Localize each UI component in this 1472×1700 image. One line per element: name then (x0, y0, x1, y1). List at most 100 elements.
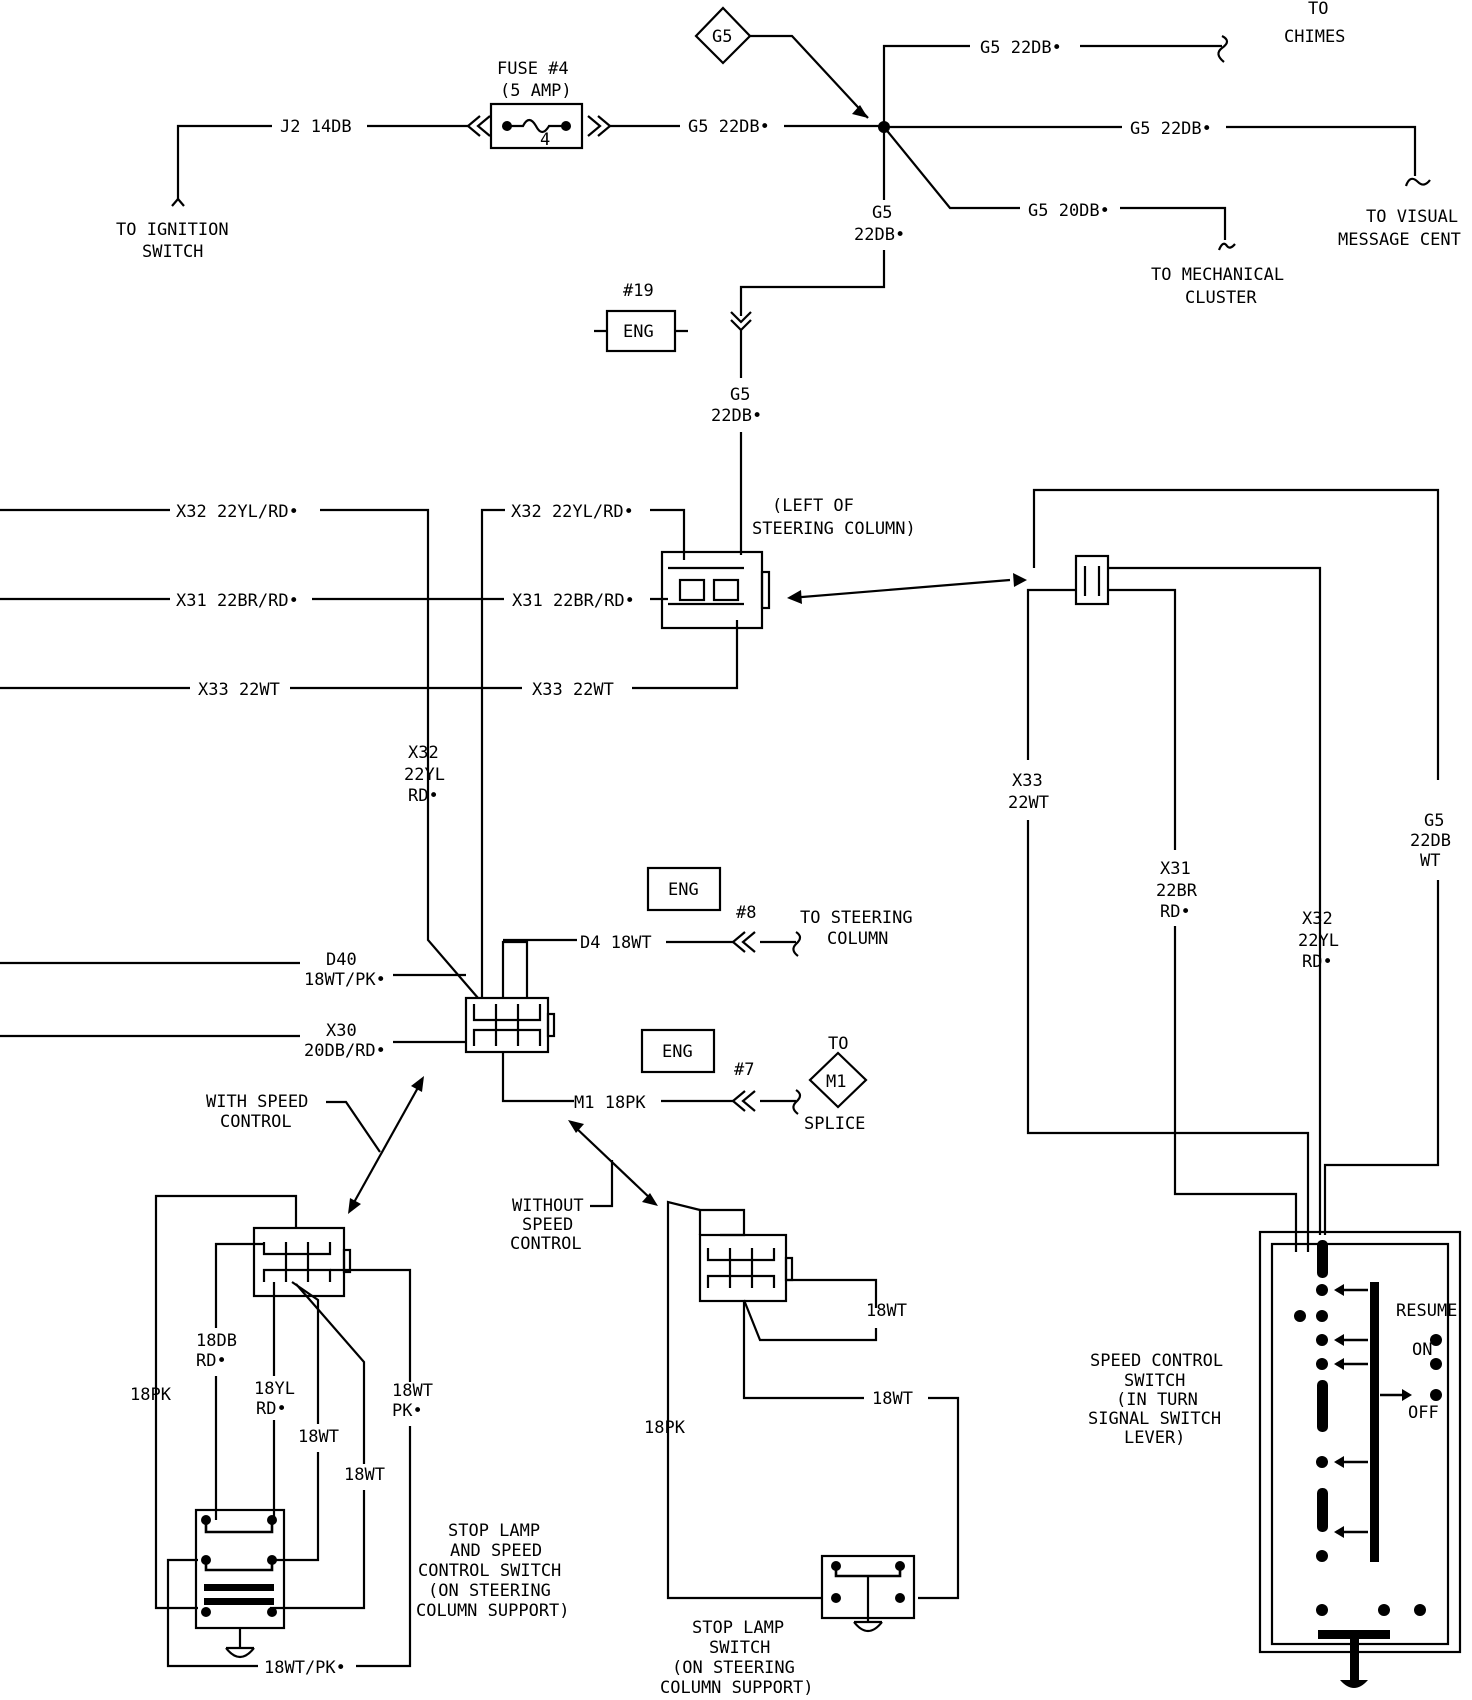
without-speed-label-3: CONTROL (510, 1234, 582, 1254)
x32-right-1: X32 (1302, 909, 1333, 929)
m1-splice-code: M1 (826, 1072, 846, 1092)
bm-wt-label-a: 18WT (866, 1301, 907, 1321)
switch-label-2: SWITCH (1124, 1371, 1185, 1391)
connector-19-g5-1: G5 (730, 385, 750, 405)
without-speed-label-1: WITHOUT (512, 1196, 584, 1216)
top-section: G5 J2 14DB TO IGNITION SWITCH FUSE #4 (5… (116, 0, 1461, 332)
x30-label-1: X30 (326, 1021, 357, 1041)
g5-wire-label-a: G5 22DB• (688, 117, 770, 137)
bm-title-3: (ON STEERING (672, 1658, 795, 1678)
bl-wtpk-label-2: PK• (392, 1401, 423, 1421)
g5-wire-label-d: G5 20DB• (1028, 201, 1110, 221)
d4-wire-label: D4 18WT (580, 933, 652, 953)
connector-19: #19 ENG G5 22DB• (594, 281, 762, 555)
steering-connector-label-1: (LEFT OF (772, 496, 854, 516)
eng8-number: #8 (736, 903, 756, 923)
x32-right-2: 22YL (1298, 931, 1339, 951)
bl-pk-label: 18PK (130, 1385, 172, 1405)
resume-label: RESUME (1396, 1301, 1457, 1321)
steering-dest-1: TO STEERING (800, 908, 913, 928)
bl-wtpk-bottom-label: 18WT/PK• (264, 1658, 346, 1678)
g5-diamond-label: G5 (712, 27, 732, 47)
bl-yl-label-1: 18YL (254, 1379, 295, 1399)
without-speed-label-2: SPEED (522, 1215, 573, 1235)
ignition-label-1: TO IGNITION (116, 220, 229, 240)
with-speed-label-1: WITH SPEED (206, 1092, 308, 1112)
fuse-label-1: FUSE #4 (497, 59, 569, 79)
g5-diamond-symbol: G5 (694, 6, 752, 65)
bl-db-label-2: RD• (196, 1351, 227, 1371)
j2-wire-label: J2 14DB (280, 117, 352, 137)
splice-label: SPLICE (804, 1114, 865, 1134)
d40-label-1: D40 (326, 950, 357, 970)
x31-right-1: X31 (1160, 859, 1191, 879)
g5-wire-label-c: G5 22DB• (1130, 119, 1212, 139)
x31-right-3: RD• (1160, 902, 1191, 922)
x32-right-3: RD• (1302, 952, 1333, 972)
middle-section: ENG #8 D4 18WT TO STEERING COLUMN D40 18… (0, 866, 913, 1254)
x31-left-label-a: X31 22BR/RD• (176, 591, 299, 611)
bm-title-2: SWITCH (709, 1638, 770, 1658)
g5-vertical-label-1: G5 (872, 203, 892, 223)
stop-lamp-speed-switch (194, 1508, 286, 1659)
switch-label-3: (IN TURN (1116, 1390, 1198, 1410)
steering-dest-2: COLUMN (827, 929, 888, 949)
on-label: ON (1412, 1340, 1432, 1360)
m1-to-label: TO (828, 1034, 848, 1054)
chimes-label-1: TO (1308, 0, 1328, 19)
mechanical-label-2: CLUSTER (1185, 288, 1257, 308)
fuse-4: FUSE #4 (5 AMP) 4 (489, 59, 584, 150)
m1-splice-diamond: M1 (808, 1051, 868, 1109)
x31-left-label-b: X31 22BR/RD• (512, 591, 635, 611)
x31-right-2: 22BR (1156, 881, 1198, 901)
central-connector (464, 996, 556, 1054)
d40-label-2: 18WT/PK• (304, 970, 386, 990)
bl-db-label-1: 18DB (196, 1331, 237, 1351)
visual-label-1: TO VISUAL (1366, 207, 1458, 227)
ignition-label-2: SWITCH (142, 242, 203, 262)
bl-yl-label-2: RD• (256, 1399, 287, 1419)
connector-19-number: #19 (623, 281, 654, 301)
g5-wire-label-b: G5 22DB• (980, 38, 1062, 58)
x32-vertical-3: RD• (408, 786, 439, 806)
x33-right-1: X33 (1012, 771, 1043, 791)
bl-wtpk-label-1: 18WT (392, 1381, 433, 1401)
bm-title-4: COLUMN SUPPORT) (660, 1678, 814, 1698)
g5-right-3: WT (1420, 851, 1440, 871)
x32-left-label-b: X32 22YL/RD• (511, 502, 634, 522)
x33-left-label-b: X33 22WT (532, 680, 614, 700)
bl-title-3: CONTROL SWITCH (418, 1561, 561, 1581)
bm-title-1: STOP LAMP (692, 1618, 784, 1638)
fuse-number: 4 (540, 130, 550, 150)
bm-pk-label: 18PK (644, 1418, 686, 1438)
bl-title-2: AND SPEED (450, 1541, 542, 1561)
off-label: OFF (1408, 1403, 1439, 1423)
switch-label-1: SPEED CONTROL (1090, 1351, 1223, 1371)
m1-wire-label: M1 18PK (574, 1093, 646, 1113)
bm-wt-label-b: 18WT (872, 1389, 913, 1409)
left-wires: X32 22YL/RD• X31 22BR/RD• X31 22BR/RD• X… (0, 502, 739, 999)
g5-right-1: G5 (1424, 811, 1444, 831)
right-section: X33 22WT X31 22BR RD• X32 22YL RD• G5 22… (1008, 488, 1462, 1688)
steering-column-connector: (LEFT OF STEERING COLUMN) (660, 496, 1027, 630)
x32-vertical-1: X32 (408, 743, 439, 763)
switch-label-4: SIGNAL SWITCH (1088, 1409, 1221, 1429)
x32-left-label-a: X32 22YL/RD• (176, 502, 299, 522)
fuse-label-2: (5 AMP) (500, 81, 572, 101)
bl-title-5: COLUMN SUPPORT) (416, 1601, 570, 1621)
eng7-label: ENG (662, 1042, 693, 1062)
x30-label-2: 20DB/RD• (304, 1041, 386, 1061)
g5-vertical-label-2: 22DB• (854, 225, 905, 245)
connector-19-label: ENG (623, 322, 654, 342)
with-speed-label-2: CONTROL (220, 1112, 292, 1132)
bl-wt-label-b: 18WT (344, 1465, 385, 1485)
g5-right-2: 22DB (1410, 831, 1451, 851)
stop-lamp-switch (820, 1554, 916, 1633)
chimes-label-2: CHIMES (1284, 27, 1345, 47)
bottom-middle-section: 18WT 18WT 18PK STOP LAMP SWITCH (ON STEE… (644, 1200, 960, 1698)
connector-19-g5-2: 22DB• (711, 406, 762, 426)
eng8-label: ENG (668, 880, 699, 900)
speed-control-switch: RESUME ON OFF (1258, 1230, 1462, 1688)
switch-label-5: LEVER) (1124, 1428, 1185, 1448)
